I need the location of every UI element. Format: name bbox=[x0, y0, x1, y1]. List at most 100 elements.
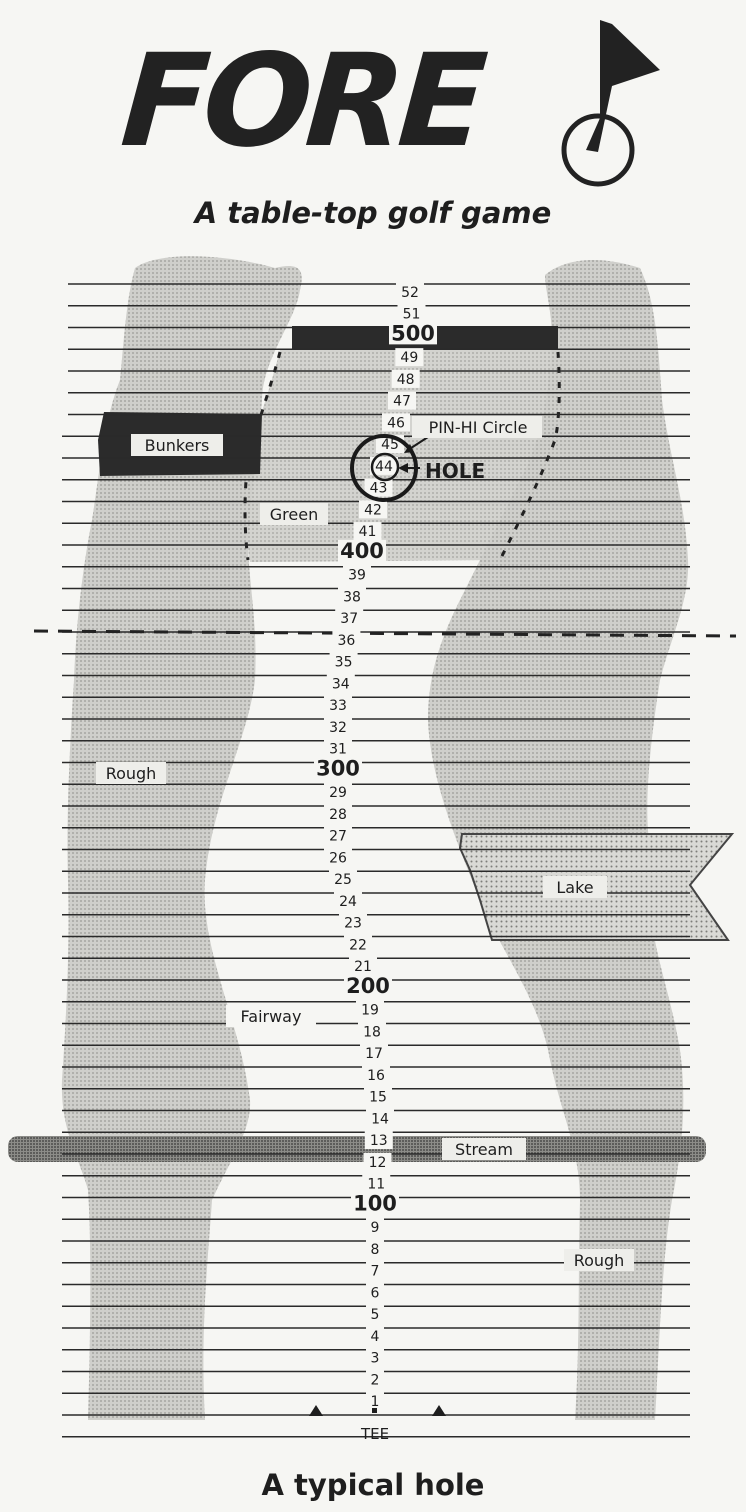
row-number-label: 44 bbox=[375, 459, 393, 475]
row-label-box bbox=[343, 565, 371, 584]
row-number-label: 27 bbox=[329, 829, 347, 845]
row-number-label: 28 bbox=[329, 807, 347, 823]
row-label-box bbox=[344, 974, 392, 997]
row-label-box bbox=[364, 1131, 393, 1150]
hole-cup-circle bbox=[370, 452, 400, 482]
row-number-label: 52 bbox=[401, 285, 419, 301]
flag-logo-icon bbox=[561, 20, 660, 187]
pin-hi-label-box bbox=[412, 416, 542, 438]
stream-label-box bbox=[442, 1138, 526, 1160]
row-number-label: 15 bbox=[369, 1090, 387, 1106]
tee-marker-right-icon bbox=[432, 1405, 446, 1416]
row-number-label: 38 bbox=[343, 589, 361, 605]
row-number-label: 8 bbox=[371, 1242, 380, 1258]
rough-left-label-box bbox=[96, 762, 166, 784]
row-label-box bbox=[324, 783, 352, 802]
row-number-label: 3 bbox=[371, 1351, 380, 1367]
row-label-box bbox=[332, 630, 361, 649]
row-label-box bbox=[366, 1348, 384, 1367]
row-number-label: 13 bbox=[370, 1133, 388, 1149]
row-number-label: 19 bbox=[361, 1003, 379, 1019]
row-number-label: 4 bbox=[371, 1329, 380, 1345]
row-label-box bbox=[349, 957, 377, 976]
pin-hi-circle-label: PIN-HI Circle bbox=[429, 418, 528, 437]
row-label-box bbox=[366, 1392, 384, 1411]
row-number-label: 47 bbox=[393, 394, 411, 410]
row-number-label: 46 bbox=[387, 415, 405, 431]
row-label-box bbox=[366, 1305, 384, 1324]
row-label-box bbox=[389, 322, 437, 345]
row-number-labels: 1234567891001112131415161718192002122232… bbox=[314, 282, 437, 1411]
rough-left-label: Rough bbox=[106, 764, 157, 783]
row-label-box bbox=[324, 739, 352, 758]
row-number-label: 45 bbox=[381, 437, 399, 453]
lake-label: Lake bbox=[556, 878, 593, 897]
row-number-label: 26 bbox=[329, 850, 347, 866]
row-label-box bbox=[366, 1283, 384, 1302]
row-number-label: 34 bbox=[332, 676, 350, 692]
row-number-label: 42 bbox=[364, 502, 382, 518]
row-number-label: 29 bbox=[329, 785, 347, 801]
row-label-box bbox=[338, 539, 386, 562]
tee-ball-icon bbox=[372, 1408, 377, 1413]
row-label-box bbox=[324, 717, 352, 736]
row-label-box bbox=[388, 391, 416, 410]
row-label-box bbox=[362, 1065, 390, 1084]
green-fringe bbox=[243, 351, 561, 561]
game-subtitle: A table-top golf game bbox=[194, 196, 552, 230]
rough-left-area bbox=[61, 256, 302, 1421]
figure-caption: A typical hole bbox=[261, 1468, 485, 1502]
row-number-label: 6 bbox=[371, 1285, 380, 1301]
bunkers-label: Bunkers bbox=[145, 436, 210, 455]
row-label-box bbox=[326, 674, 355, 693]
row-label-box bbox=[364, 478, 393, 497]
row-number-label: 25 bbox=[334, 872, 352, 888]
tee-marker-left-icon bbox=[309, 1405, 323, 1416]
row-number-label: 39 bbox=[348, 568, 366, 584]
row-label-box bbox=[366, 1239, 384, 1258]
row-number-label: 7 bbox=[371, 1264, 380, 1280]
row-label-box bbox=[335, 609, 364, 628]
row-number-label: 5 bbox=[371, 1307, 380, 1323]
row-number-label: 41 bbox=[359, 524, 377, 540]
row-label-box bbox=[353, 522, 382, 541]
row-number-label: 17 bbox=[365, 1046, 383, 1062]
hole-arrowhead-icon bbox=[398, 463, 408, 473]
green-label: Green bbox=[270, 505, 318, 524]
pin-hi-pointer-head-icon bbox=[404, 444, 414, 453]
row-label-box bbox=[366, 1370, 384, 1389]
rough-right-label-box bbox=[564, 1249, 634, 1271]
row-label-box bbox=[329, 870, 357, 889]
row-label-box bbox=[366, 1218, 384, 1237]
row-label-box bbox=[358, 1022, 386, 1041]
row-label-box bbox=[362, 1174, 391, 1193]
row-number-label: 36 bbox=[337, 633, 355, 649]
row-label-box bbox=[382, 413, 410, 432]
rough-right-label: Rough bbox=[574, 1251, 625, 1270]
row-number-label: 18 bbox=[363, 1024, 381, 1040]
row-number-label: 16 bbox=[367, 1068, 385, 1084]
row-number-label: 33 bbox=[329, 698, 347, 714]
row-label-box bbox=[370, 456, 398, 475]
row-label-box bbox=[334, 891, 362, 910]
row-number-label: 24 bbox=[339, 894, 357, 910]
bunkers-label-box bbox=[131, 434, 223, 456]
row-number-label: 14 bbox=[371, 1111, 389, 1127]
row-label-box bbox=[344, 935, 372, 954]
row-label-box bbox=[360, 1044, 388, 1063]
row-label-box bbox=[366, 1326, 384, 1345]
row-label-box bbox=[324, 804, 352, 823]
stream-area bbox=[8, 1136, 706, 1162]
row-label-box bbox=[363, 1152, 392, 1171]
row-number-label: 43 bbox=[370, 481, 388, 497]
fairway-label-box bbox=[226, 1005, 316, 1027]
row-number-label: 22 bbox=[349, 937, 367, 953]
row-number-label: 32 bbox=[329, 720, 347, 736]
row-label-box bbox=[396, 282, 424, 301]
row-number-label: 1 bbox=[371, 1394, 380, 1410]
lake-label-box bbox=[543, 876, 607, 898]
row-number-label: 11 bbox=[367, 1177, 385, 1193]
yardage-marker-label: 100 bbox=[353, 1191, 397, 1215]
